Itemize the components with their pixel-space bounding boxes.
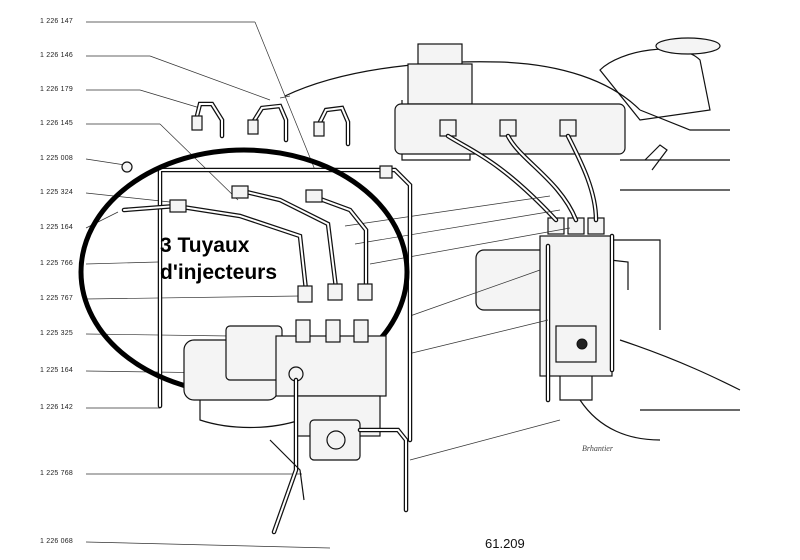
part-ref: 1 225 164	[40, 367, 73, 374]
part-ref: 1 225 325	[40, 330, 73, 337]
pipes-right	[445, 133, 615, 403]
drawing-number: 61.209	[485, 536, 525, 551]
connector-lines	[279, 95, 571, 461]
part-ref: 1 226 068	[40, 538, 73, 545]
callout-line-1: 3 Tuyaux	[160, 234, 250, 257]
part-ref: 1 226 179	[40, 86, 73, 93]
highlighted-injector-pipes	[121, 185, 373, 303]
part-ref: 1 225 767	[40, 295, 73, 302]
injector-nozzles	[191, 101, 351, 147]
part-ref: 1 226 145	[40, 120, 73, 127]
part-ref: 1 226 147	[40, 18, 73, 25]
part-ref: 1 225 766	[40, 260, 73, 267]
part-ref: 1 225 768	[40, 470, 73, 477]
part-ref: 1 226 142	[40, 404, 73, 411]
artist-signature: Brhantier	[582, 444, 613, 453]
injector-pipes-callout: 3 Tuyaux d'injecteurs	[160, 232, 277, 286]
injection-pump	[183, 319, 409, 535]
part-ref: 1 225 164	[40, 224, 73, 231]
callout-line-2: d'injecteurs	[160, 261, 278, 284]
part-ref: 1 226 146	[40, 52, 73, 59]
part-ref: 1 225 324	[40, 189, 73, 196]
engine-block	[284, 37, 741, 441]
return-rail	[121, 161, 413, 443]
part-ref: 1 225 008	[40, 155, 73, 162]
